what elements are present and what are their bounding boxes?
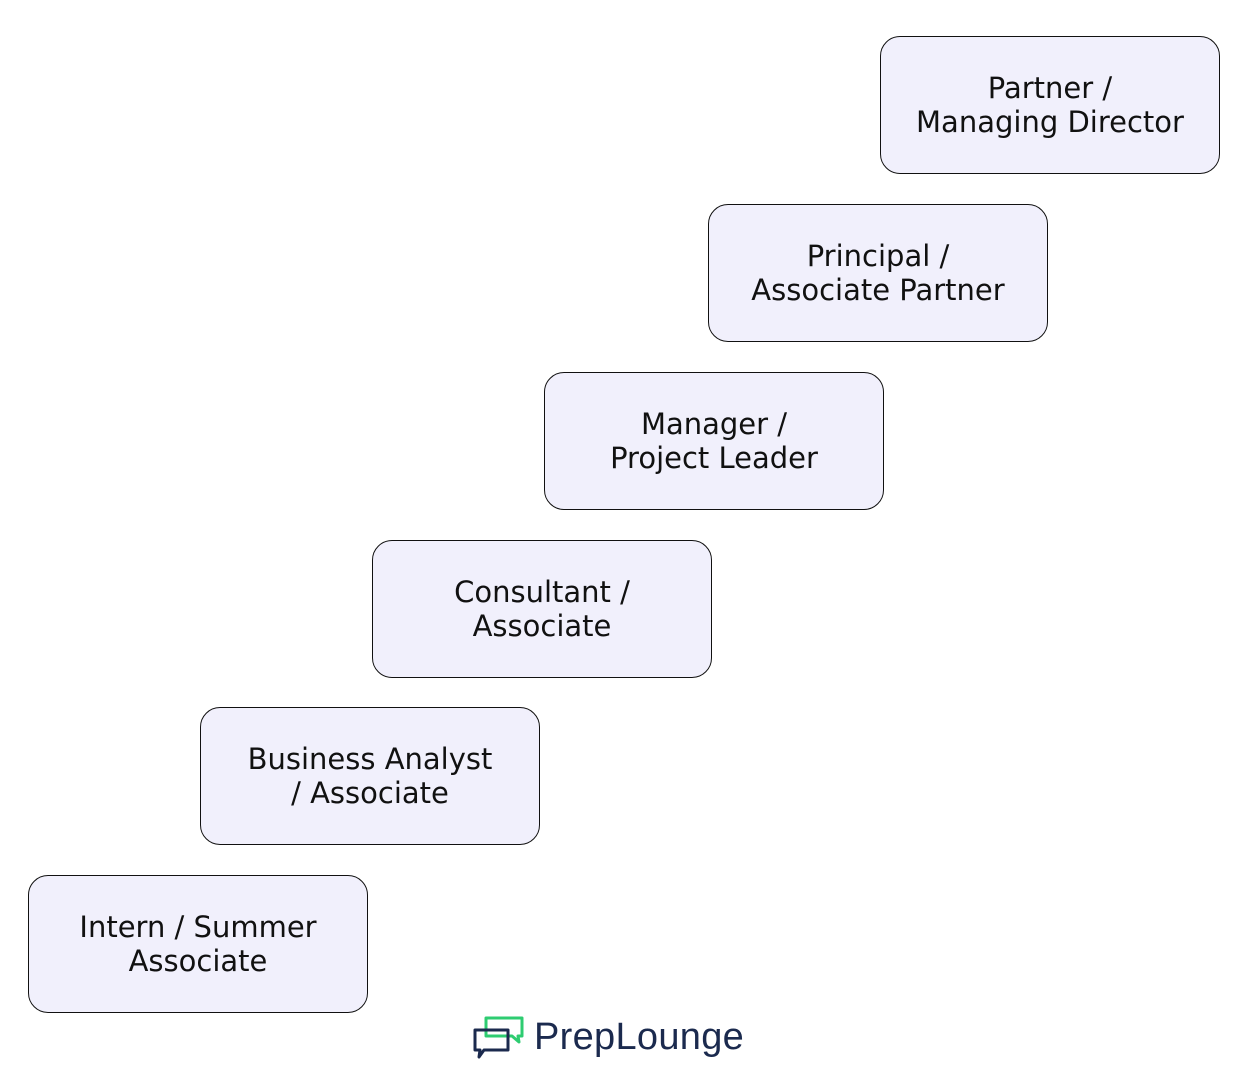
step-label: Business Analyst / Associate (247, 742, 493, 810)
step-label: Intern / Summer Associate (79, 910, 317, 978)
step-label: Consultant / Associate (454, 575, 630, 643)
career-step-manager: Manager / Project Leader (544, 372, 884, 510)
logo-text: PrepLounge (534, 1015, 745, 1058)
career-step-business-analyst: Business Analyst / Associate (200, 707, 540, 845)
career-step-principal: Principal / Associate Partner (708, 204, 1048, 342)
career-step-intern: Intern / Summer Associate (28, 875, 368, 1013)
preplounge-logo: PrepLounge (472, 1014, 744, 1060)
step-label: Manager / Project Leader (610, 407, 818, 475)
career-step-partner: Partner / Managing Director (880, 36, 1220, 174)
career-step-consultant: Consultant / Associate (372, 540, 712, 678)
step-label: Principal / Associate Partner (751, 239, 1005, 307)
step-label: Partner / Managing Director (916, 71, 1184, 139)
chat-bubbles-icon (473, 1016, 524, 1059)
